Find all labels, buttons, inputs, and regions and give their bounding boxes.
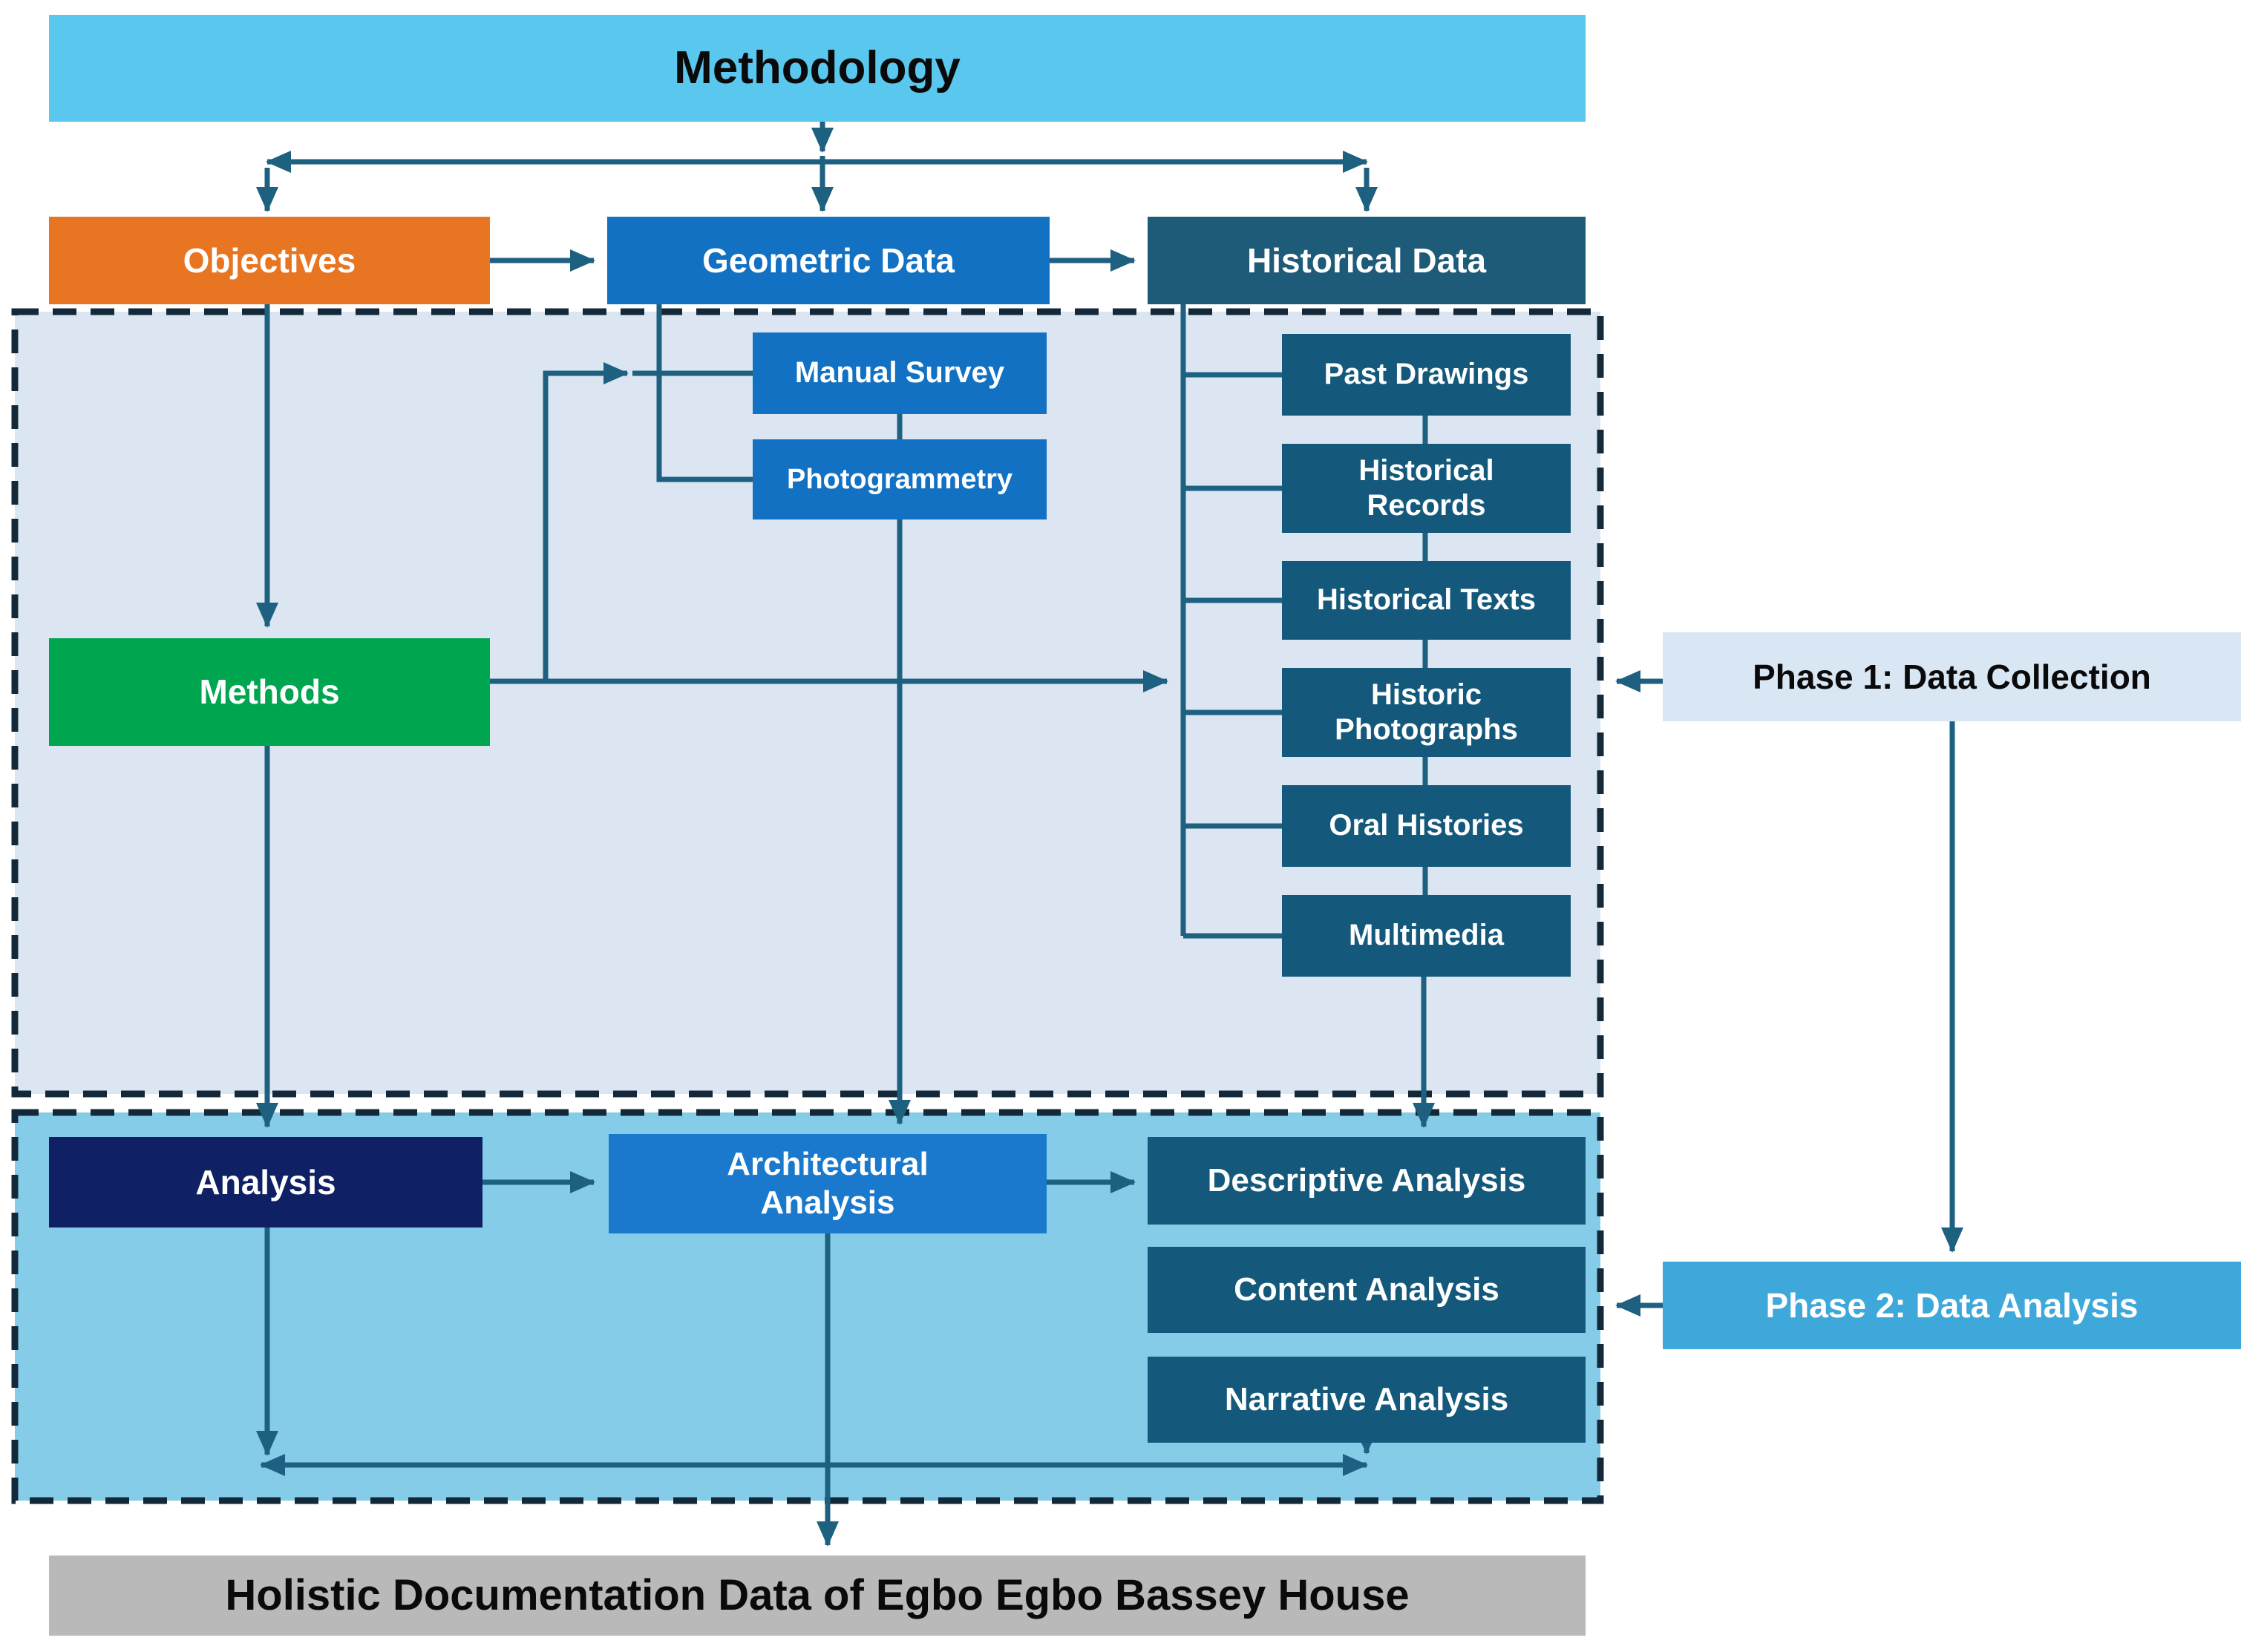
node-oral-histories: Oral Histories <box>1282 785 1571 867</box>
node-photogrammetry: Photogrammetry <box>753 439 1047 519</box>
node-narrative-analysis: Narrative Analysis <box>1148 1357 1586 1443</box>
title-bar: Methodology <box>49 15 1586 122</box>
footer-bar: Holistic Documentation Data of Egbo Egbo… <box>49 1556 1586 1636</box>
node-historical-records: Historical Records <box>1282 444 1571 533</box>
node-objectives: Objectives <box>49 217 490 304</box>
elbow-geometric-photogrammetry <box>656 304 753 482</box>
node-architectural-analysis: Architectural Analysis <box>609 1134 1047 1233</box>
phase2-label: Phase 2: Data Analysis <box>1663 1262 2241 1349</box>
node-analysis: Analysis <box>49 1137 482 1227</box>
node-descriptive-analysis: Descriptive Analysis <box>1148 1137 1586 1225</box>
elbow-methods-manual-survey <box>543 362 629 681</box>
phase1-label: Phase 1: Data Collection <box>1663 632 2241 721</box>
node-historical-data: Historical Data <box>1148 217 1586 304</box>
node-historical-texts: Historical Texts <box>1282 561 1571 640</box>
node-multimedia: Multimedia <box>1282 895 1571 977</box>
node-methods: Methods <box>49 638 490 746</box>
node-past-drawings: Past Drawings <box>1282 334 1571 416</box>
node-historic-photographs: Historic Photographs <box>1282 668 1571 757</box>
node-content-analysis: Content Analysis <box>1148 1247 1586 1333</box>
node-geometric-data: Geometric Data <box>607 217 1050 304</box>
node-manual-survey: Manual Survey <box>753 332 1047 414</box>
